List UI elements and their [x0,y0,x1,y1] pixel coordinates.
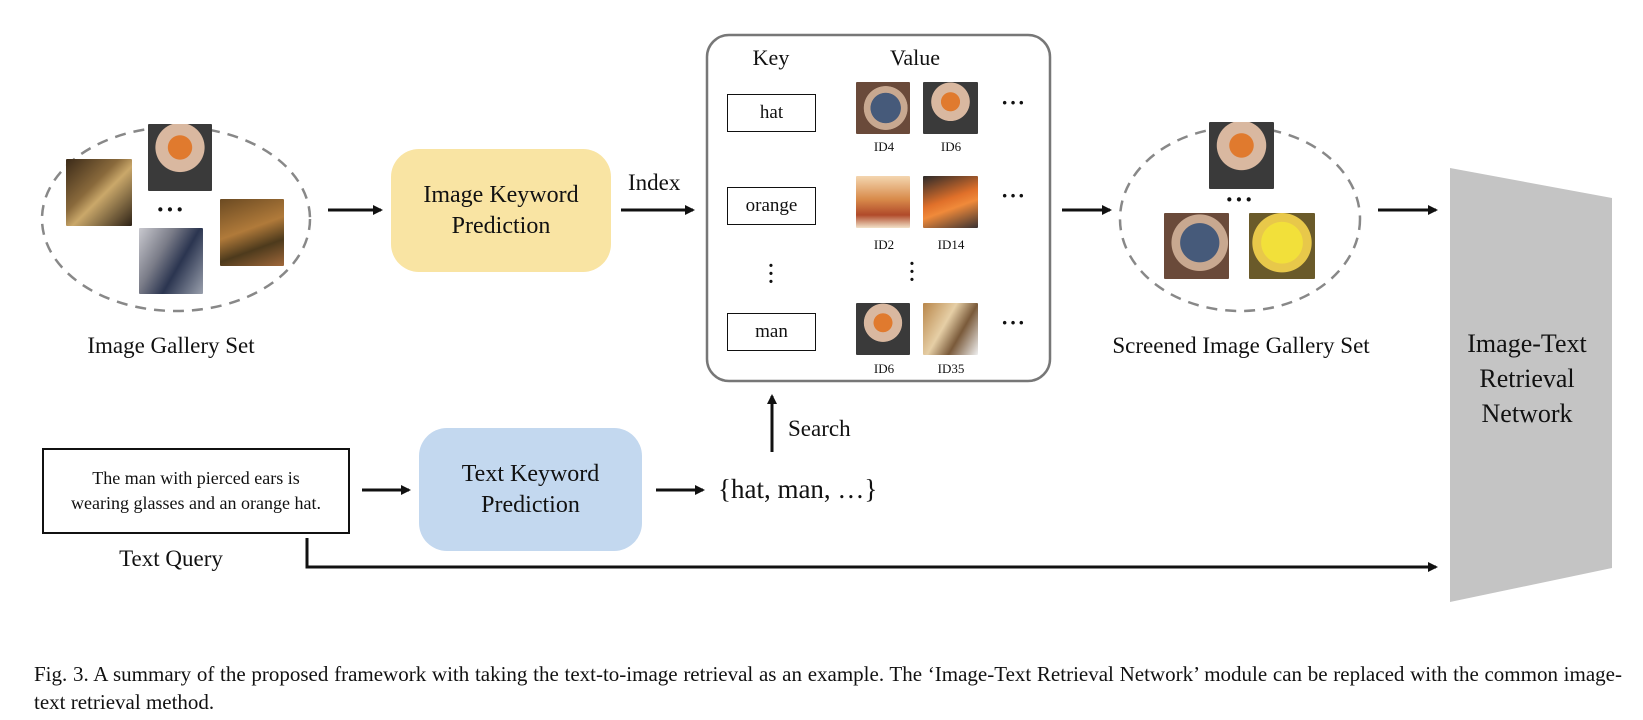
gallery-ellipsis: ··· [156,195,186,224]
screened-thumb-yellow-costume [1249,213,1315,279]
image-keyword-label-2: Prediction [451,212,551,239]
value-thumb-id2 [856,176,910,228]
keywords-result: {hat, man, …} [718,474,878,504]
retrieval-network-line-3: Network [1481,399,1573,428]
retrieval-network-line-1: Image-Text [1467,329,1587,358]
retrieval-network-line-2: Retrieval [1479,364,1575,393]
arrow-query-to-network [305,538,1438,572]
text-query-line-1: The man with pierced ears is [92,468,300,488]
key-box-orange: orange [727,187,816,225]
image-gallery-label: Image Gallery Set [87,333,255,358]
value-id-label: ID14 [937,237,965,252]
text-query-line-2: wearing glasses and an orange hat. [71,493,321,513]
value-id-label: ID4 [873,139,895,154]
key-box-man: man [727,313,816,351]
text-keyword-prediction-block: Text Keyword Prediction [419,428,642,551]
image-keyword-prediction-block: Image Keyword Prediction [391,149,611,272]
value-thumb-id14 [923,176,978,228]
text-keyword-label-2: Prediction [481,491,580,518]
screened-gallery-label: Screened Image Gallery Set [1112,333,1370,358]
gallery-thumb-tunnel [66,159,132,226]
gallery-thumb-man-orange-hat [148,124,212,191]
image-keyword-label-1: Image Keyword [423,181,579,208]
value-id-label: ID6 [940,139,962,154]
retrieval-network-label: Image-Text Retrieval Network [1467,326,1586,431]
row-ellipsis: ··· [1001,310,1027,335]
screened-thumb-man-orange-hat [1209,122,1274,189]
row-ellipsis: ··· [1001,183,1027,208]
screened-thumb-blue-hat [1164,213,1229,279]
gallery-thumb-forest-bike [220,199,284,266]
key-header: Key [752,45,790,70]
gallery-thumb-man-machine [139,228,203,294]
search-label: Search [788,416,851,441]
row-ellipsis: ··· [1001,90,1027,115]
screened-ellipsis: ··· [1225,185,1255,214]
retrieval-network-shape [1450,168,1612,602]
text-query-box: The man with pierced ears is wearing gla… [42,448,350,534]
value-thumb-id35 [923,303,978,355]
value-id-label: ID35 [937,361,965,376]
key-vertical-ellipsis: ··· [767,255,775,293]
value-thumb-id6-b [856,303,910,355]
value-id-label: ID6 [873,361,895,376]
key-box-hat: hat [727,94,816,132]
text-keyword-label-1: Text Keyword [461,460,600,487]
value-thumb-id6-a [923,82,978,134]
figure-caption: Fig. 3. A summary of the proposed framew… [34,662,1622,714]
value-thumb-id4 [856,82,910,134]
value-id-label: ID2 [873,237,895,252]
text-query-label: Text Query [119,546,223,571]
index-label: Index [628,170,681,195]
value-header: Value [889,45,941,70]
value-vertical-ellipsis: ··· [908,253,916,291]
